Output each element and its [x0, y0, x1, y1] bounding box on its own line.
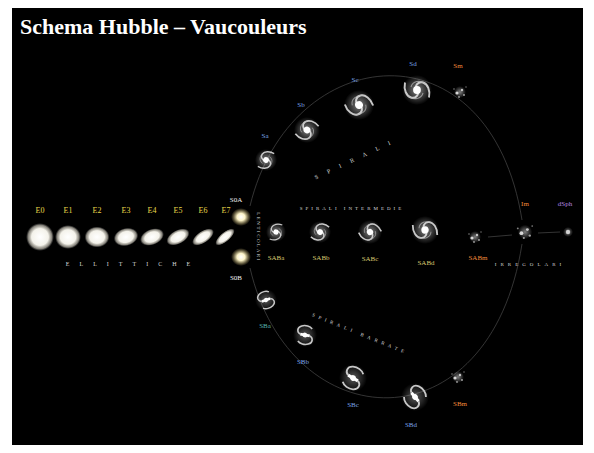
class-label: SABb: [312, 255, 329, 262]
class-label: SBd: [405, 422, 417, 429]
group-label: SPIRALI INTERMEDIE: [300, 206, 405, 211]
class-label: SBa: [259, 323, 271, 330]
diagram-title: Schema Hubble – Vaucouleurs: [20, 16, 307, 38]
class-label: E4: [148, 207, 157, 215]
class-label: Sd: [409, 61, 416, 68]
class-label: E2: [93, 207, 102, 215]
class-label: SBb: [297, 359, 309, 366]
class-label: Sc: [352, 77, 359, 84]
class-label: E3: [122, 207, 131, 215]
class-label: Sb: [297, 102, 304, 109]
group-label: ELLITTICHE: [66, 261, 200, 267]
class-label: E1: [64, 207, 73, 215]
class-label: Sa: [262, 133, 269, 140]
class-label: E7: [222, 207, 231, 215]
class-label: S0B: [230, 275, 242, 282]
class-label: dSph: [558, 201, 572, 208]
class-label: SBc: [347, 402, 359, 409]
class-label: Sm: [453, 63, 462, 70]
class-label: E6: [199, 207, 208, 215]
class-label: SABc: [362, 256, 379, 263]
class-label: E5: [174, 207, 183, 215]
group-label: IRREGOLARI: [495, 262, 565, 267]
class-label: E0: [36, 207, 45, 215]
class-label: S0A: [230, 197, 242, 204]
class-label: Im: [521, 201, 529, 208]
class-label: SBm: [453, 401, 467, 408]
group-label: LENTICOLARI: [256, 212, 261, 262]
black-ground: [12, 8, 583, 445]
class-label: SABa: [268, 255, 285, 262]
class-label: SABd: [417, 260, 434, 267]
class-label: SABm: [468, 255, 487, 262]
